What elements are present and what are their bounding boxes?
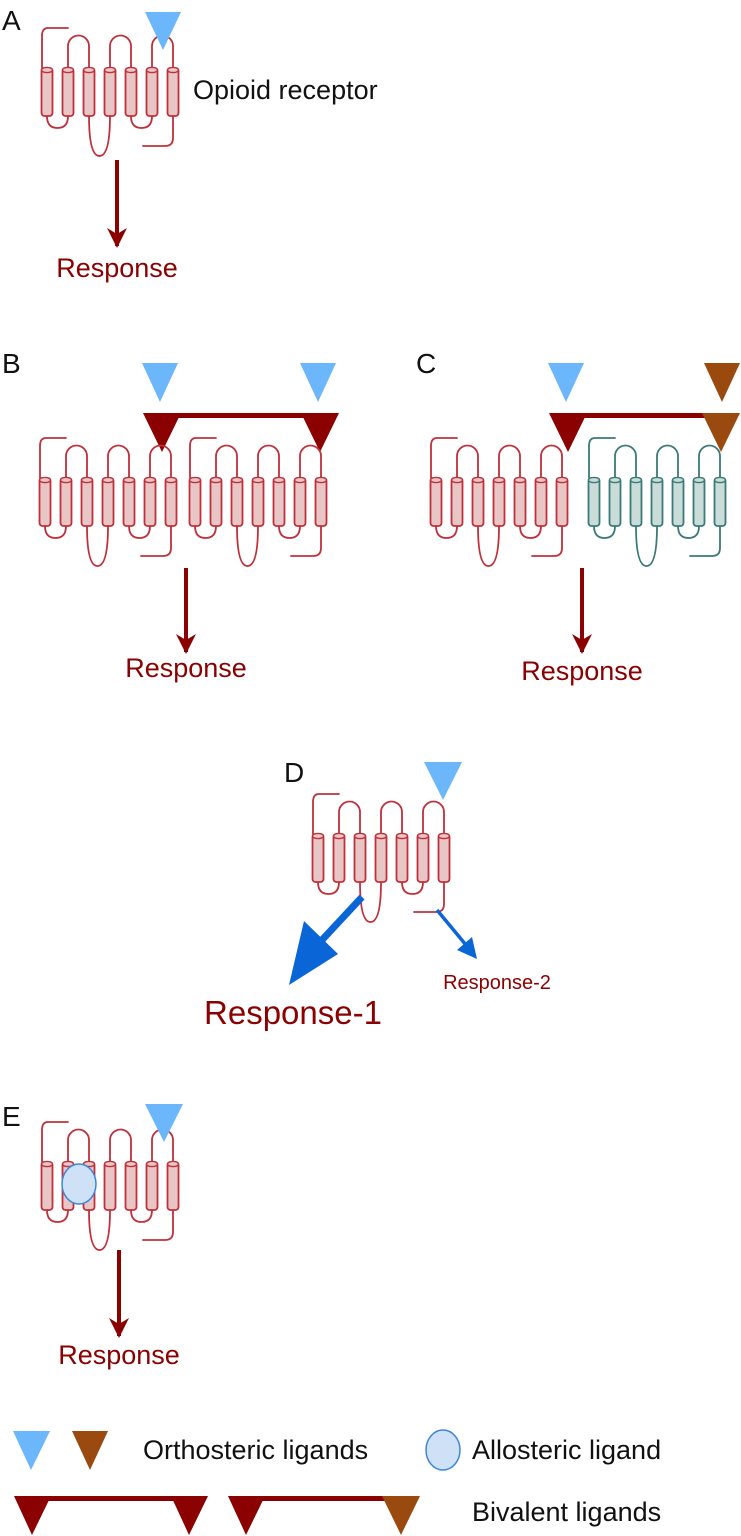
biased-arrow-response-2 bbox=[435, 908, 477, 959]
orthosteric-ligand-blue bbox=[142, 363, 178, 402]
opioid-receptor-c1 bbox=[429, 437, 569, 567]
legend-orthosteric-blue-icon bbox=[13, 1431, 50, 1470]
orthosteric-ligand-blue bbox=[300, 363, 336, 402]
legend-orthosteric-label: Orthosteric ligands bbox=[143, 1435, 368, 1465]
biased-arrow-response-1 bbox=[289, 894, 365, 985]
panel-e-letter: E bbox=[2, 1101, 21, 1132]
partner-receptor-c2 bbox=[587, 437, 727, 567]
legend-bivalent-homo-icon bbox=[14, 1496, 208, 1535]
opioid-receptor-a bbox=[40, 27, 180, 157]
legend: Orthosteric ligands Allosteric ligand Bi… bbox=[13, 1429, 661, 1535]
receptor-label: Opioid receptor bbox=[193, 75, 378, 105]
response-label: Response bbox=[58, 1340, 180, 1370]
panel-c: C Response bbox=[416, 348, 740, 686]
panel-e: E Response bbox=[2, 1101, 183, 1370]
opioid-receptor-b1 bbox=[38, 437, 178, 567]
orthosteric-ligand-blue bbox=[548, 363, 584, 402]
panel-d: D Response-1 Response-2 bbox=[204, 757, 551, 1031]
legend-orthosteric-brown-icon bbox=[72, 1431, 108, 1470]
allosteric-ligand bbox=[61, 1163, 97, 1205]
response-label: Response bbox=[521, 656, 643, 686]
bivalent-ligand bbox=[549, 413, 740, 452]
legend-allosteric-icon bbox=[425, 1429, 461, 1471]
bivalent-ligand bbox=[143, 413, 339, 452]
orthosteric-ligand-blue bbox=[145, 1104, 183, 1142]
legend-bivalent-label: Bivalent ligands bbox=[472, 1497, 661, 1527]
panel-a: A Opioid receptor Response bbox=[2, 5, 378, 283]
response-1-label: Response-1 bbox=[204, 994, 382, 1031]
orthosteric-ligand-brown bbox=[704, 363, 740, 402]
legend-bivalent-hetero-icon bbox=[228, 1496, 420, 1535]
panel-a-letter: A bbox=[2, 5, 21, 36]
panel-d-letter: D bbox=[284, 757, 304, 788]
opioid-receptor-b2 bbox=[188, 437, 328, 567]
orthosteric-ligand-blue bbox=[145, 12, 181, 50]
response-2-label: Response-2 bbox=[443, 972, 551, 994]
response-label: Response bbox=[56, 253, 178, 283]
response-label: Response bbox=[125, 653, 247, 683]
orthosteric-ligand-blue bbox=[424, 762, 462, 800]
panel-b-letter: B bbox=[2, 348, 21, 379]
legend-allosteric-label: Allosteric ligand bbox=[472, 1435, 661, 1465]
panel-c-letter: C bbox=[416, 348, 436, 379]
opioid-receptor-d bbox=[311, 793, 451, 923]
panel-b: B Response bbox=[2, 348, 339, 683]
